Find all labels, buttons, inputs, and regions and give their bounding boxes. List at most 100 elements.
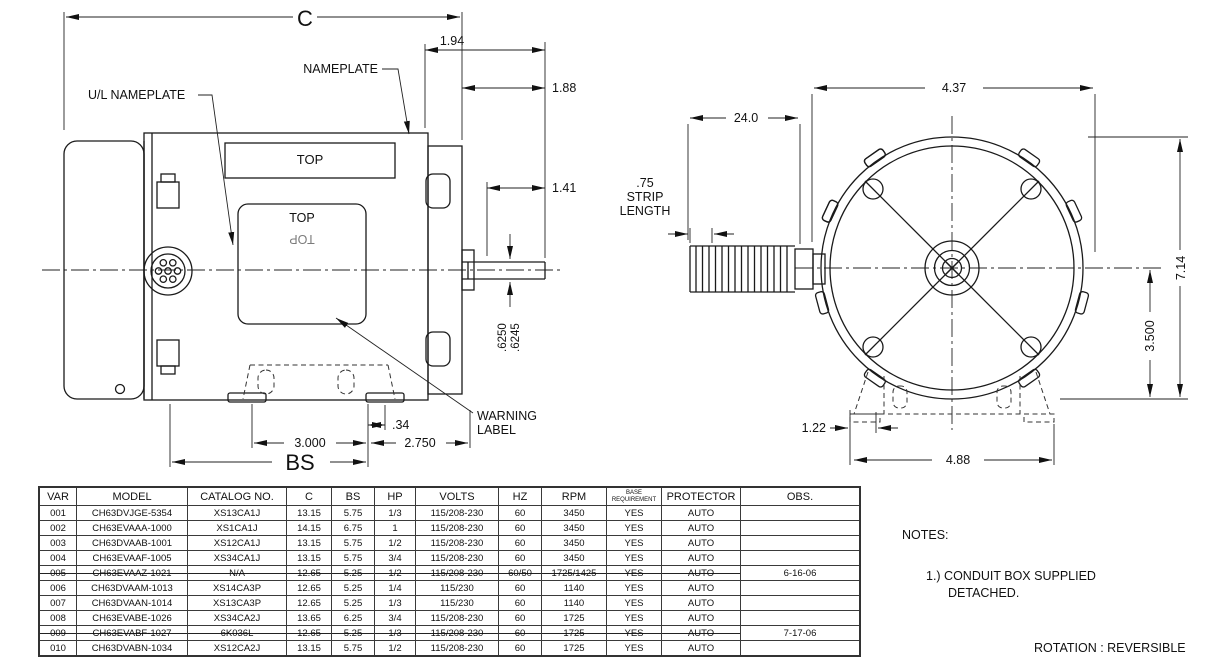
table-cell: 1/2: [374, 535, 416, 551]
table-cell: [740, 640, 861, 657]
table-cell: 3450: [541, 505, 607, 521]
table-cell: CH63DVAAN-1014: [76, 595, 188, 611]
dim-1-88-label: 1.88: [552, 81, 576, 95]
table-cell: 115/230: [415, 595, 499, 611]
table-cell: 60: [498, 625, 542, 641]
dim-bs-label: BS: [285, 450, 314, 475]
table-cell: YES: [606, 550, 662, 566]
dim-7-14-label: 7.14: [1174, 256, 1188, 280]
table-cell: 5.25: [331, 625, 375, 641]
table-cell: AUTO: [661, 505, 741, 521]
table-cell: 13.65: [286, 610, 332, 626]
dim-2-750-label: 2.750: [404, 436, 435, 450]
column-header: MODEL: [76, 486, 188, 506]
column-header: BS: [331, 486, 375, 506]
inner-top-mirrored-label: TOP: [289, 232, 314, 246]
table-cell: 115/208-230: [415, 535, 499, 551]
table-cell: 1/2: [374, 640, 416, 657]
column-header: RPM: [541, 486, 607, 506]
table-cell: 5.75: [331, 550, 375, 566]
table-cell: CH63EVAAF-1005: [76, 550, 188, 566]
table-cell: CH63EVAAA-1000: [76, 520, 188, 536]
column-header: PROTECTOR: [661, 486, 741, 506]
dim-3-500-label: 3.500: [1143, 320, 1157, 351]
column-header: HP: [374, 486, 416, 506]
table-cell: 115/208-230: [415, 565, 499, 581]
table-cell: 14.15: [286, 520, 332, 536]
table-cell: CH63EVABE-1026: [76, 610, 188, 626]
inner-top-label: TOP: [289, 211, 314, 225]
table-cell: 007: [38, 595, 77, 611]
table-cell: 60: [498, 550, 542, 566]
table-cell: 12.65: [286, 565, 332, 581]
table-cell: 003: [38, 535, 77, 551]
table-cell: 60/50: [498, 565, 542, 581]
table-cell: CH63EVABF-1027: [76, 625, 188, 641]
table-cell: XS13CA3P: [187, 595, 287, 611]
table-cell: AUTO: [661, 565, 741, 581]
table-cell: 5.75: [331, 640, 375, 657]
table-cell: 001: [38, 505, 77, 521]
table-cell: 1725: [541, 610, 607, 626]
table-cell: 7-17-06: [740, 625, 861, 641]
table-cell: YES: [606, 580, 662, 596]
end-motor-outline: [689, 136, 1090, 400]
table-cell: 1/2: [374, 565, 416, 581]
table-cell: 5.25: [331, 580, 375, 596]
table-cell: XS12CA2J: [187, 640, 287, 657]
table-cell: XS12CA1J: [187, 535, 287, 551]
table-cell: [740, 520, 861, 536]
table-cell: [740, 505, 861, 521]
shaft-dia-lower-label: .6245: [510, 323, 522, 352]
table-cell: 13.15: [286, 505, 332, 521]
table-cell: YES: [606, 505, 662, 521]
table-cell: 010: [38, 640, 77, 657]
table-cell: XS14CA3P: [187, 580, 287, 596]
table-cell: YES: [606, 565, 662, 581]
table-cell: 1725: [541, 640, 607, 657]
table-cell: 3/4: [374, 550, 416, 566]
table-cell: 6K036L: [187, 625, 287, 641]
table-cell: 5.25: [331, 595, 375, 611]
table-cell: 005: [38, 565, 77, 581]
warning-label-line2: LABEL: [477, 423, 516, 437]
table-cell: 008: [38, 610, 77, 626]
dim-1-94-label: 1.94: [440, 34, 464, 48]
table-cell: [740, 610, 861, 626]
shaft-dia-upper-label: .6250: [497, 323, 509, 352]
side-motor-outline: [63, 132, 546, 403]
table-cell: 5.75: [331, 505, 375, 521]
table-cell: [740, 535, 861, 551]
column-header: BASE REQUIREMENT: [606, 486, 662, 506]
table-cell: AUTO: [661, 640, 741, 657]
drawing-canvas: C 1.94 1.88 1.41 NAMEPLATE U/L NAMEPLATE…: [42, 6, 1188, 475]
table-cell: 1725/1425: [541, 565, 607, 581]
table-cell: 13.15: [286, 550, 332, 566]
table-cell: 5.75: [331, 535, 375, 551]
table-cell: 60: [498, 505, 542, 521]
warning-label-line1: WARNING: [477, 409, 537, 423]
column-header: VAR: [38, 486, 77, 506]
table-cell: 1/3: [374, 625, 416, 641]
table-cell: 115/208-230: [415, 520, 499, 536]
table-cell: 3450: [541, 550, 607, 566]
table-cell: CH63DVABN-1034: [76, 640, 188, 657]
table-cell: 60: [498, 520, 542, 536]
table-cell: 3450: [541, 520, 607, 536]
table-cell: 1/3: [374, 505, 416, 521]
length-word-label: LENGTH: [620, 204, 671, 218]
table-cell: 12.65: [286, 580, 332, 596]
table-cell: 3/4: [374, 610, 416, 626]
table-cell: 002: [38, 520, 77, 536]
table-cell: 6-16-06: [740, 565, 861, 581]
